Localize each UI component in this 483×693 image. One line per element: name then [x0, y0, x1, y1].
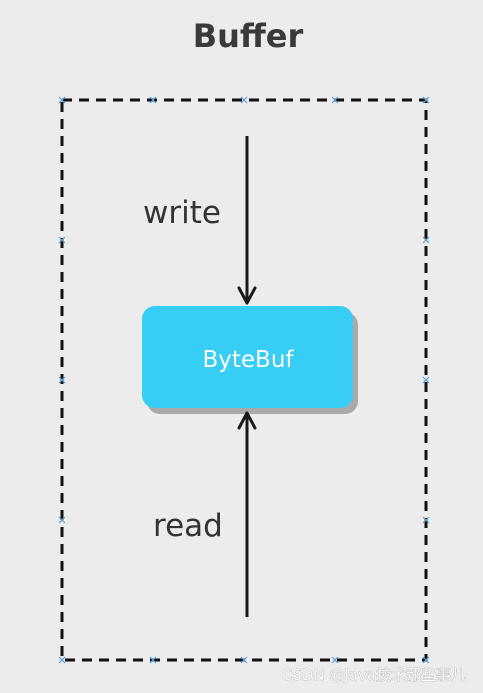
read-label: read	[153, 508, 223, 544]
handle-left-q1	[58, 236, 66, 244]
handle-bottom-center	[240, 656, 248, 664]
handle-top-q3	[331, 96, 339, 104]
handle-top-center	[240, 96, 248, 104]
watermark: CSDN @Java技术那些事儿	[282, 666, 466, 684]
write-arrow-head	[237, 286, 257, 305]
bytebuf-node-box[interactable]	[142, 306, 353, 408]
read-arrow	[237, 411, 257, 617]
handle-left-mid	[58, 376, 66, 384]
read-arrow-head	[237, 411, 257, 430]
handle-bottom-q1	[149, 656, 157, 664]
write-label: write	[143, 195, 221, 231]
handle-left-q3	[58, 516, 66, 524]
handle-top-left	[58, 96, 66, 104]
handle-bottom-right	[422, 656, 430, 664]
diagram-title: Buffer	[193, 17, 304, 55]
bytebuf-node-label: ByteBuf	[202, 347, 294, 373]
handle-bottom-left	[58, 656, 66, 664]
handle-right-q3	[422, 516, 430, 524]
write-arrow	[237, 136, 257, 305]
handle-right-mid	[422, 376, 430, 384]
handle-top-right	[422, 96, 430, 104]
handle-bottom-q3	[331, 656, 339, 664]
selection-handles	[58, 96, 430, 664]
handle-right-q1	[422, 236, 430, 244]
bytebuf-node[interactable]: ByteBuf	[142, 306, 358, 414]
handle-top-q1	[149, 96, 157, 104]
